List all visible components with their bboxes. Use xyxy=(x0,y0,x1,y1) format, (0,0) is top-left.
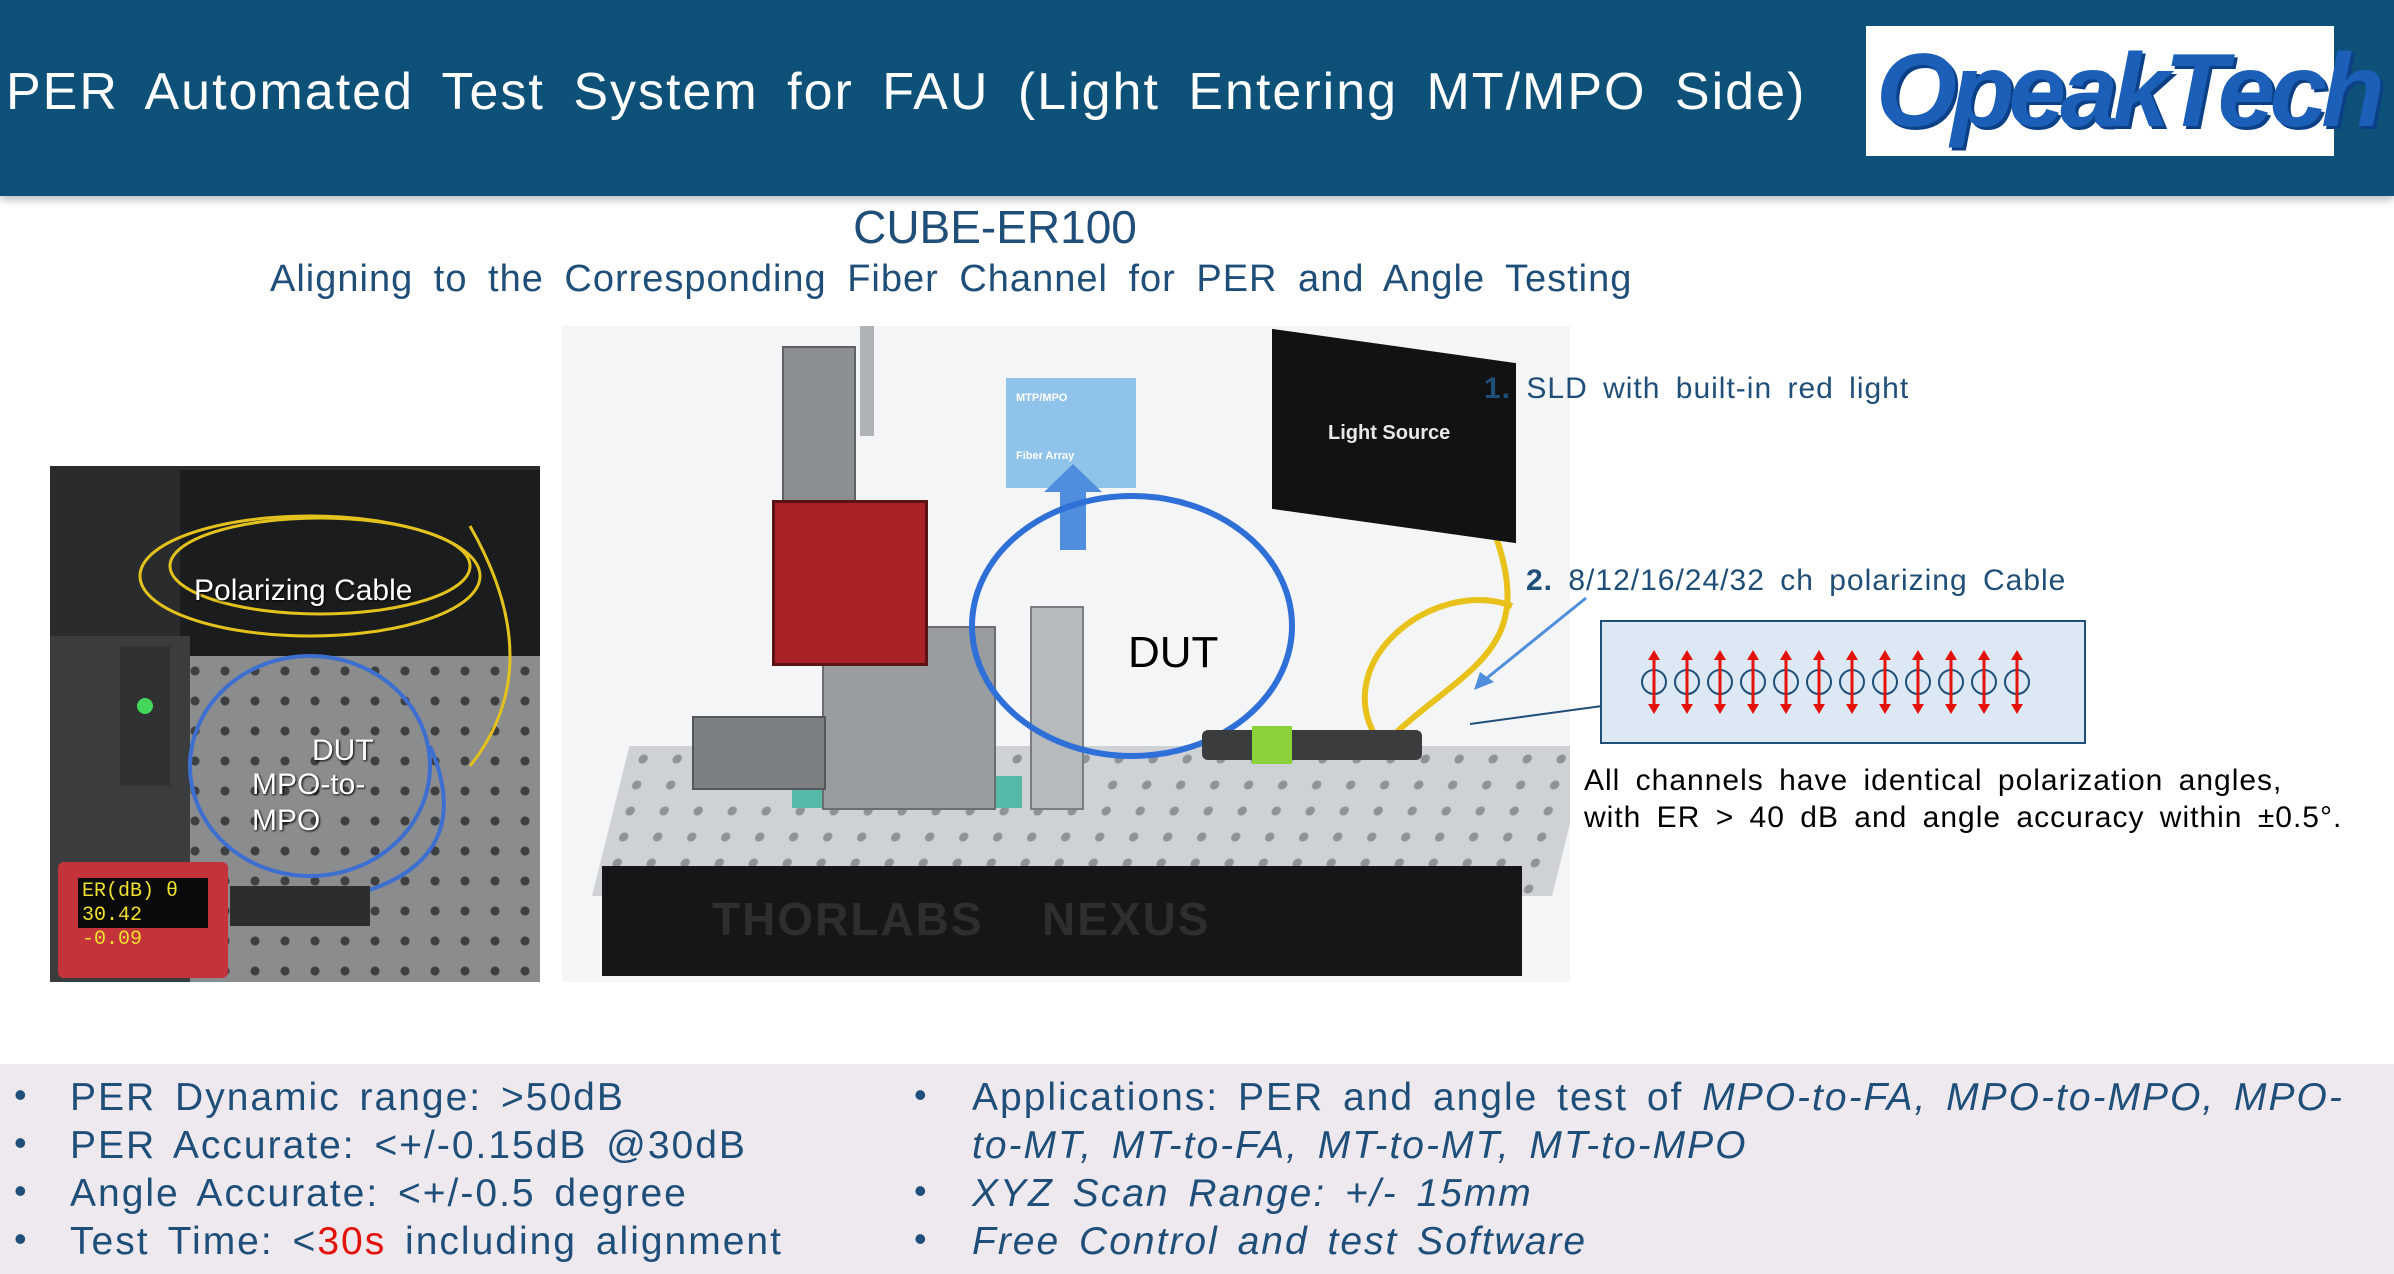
photo-pegboard xyxy=(180,656,540,982)
inset-label-top: MTP/MPO xyxy=(1016,392,1068,404)
inset-label-bottom: Fiber Array xyxy=(1016,450,1075,462)
spec-dynamic-range: PER Dynamic range: >50dB xyxy=(70,1076,625,1119)
photo-label-dut: DUT xyxy=(312,734,374,767)
photo-label-mpo-1: MPO-to- xyxy=(252,768,366,801)
leader-arrow-icon xyxy=(1474,596,1587,690)
photo-instrument-box xyxy=(180,470,540,660)
photo-cables xyxy=(120,514,512,926)
dut-label: DUT xyxy=(1128,628,1219,677)
polarization-diagram xyxy=(1600,620,2086,744)
header-band: PER Automated Test System for FAU (Light… xyxy=(0,0,2394,196)
spec-applications-list-2: to-MT, MT-to-FA, MT-to-MT, MT-to-MPO xyxy=(972,1124,1748,1167)
annotation-sld-number: 1. xyxy=(1484,372,1512,405)
up-arrow-icon xyxy=(1044,464,1102,550)
spec-test-time-value: 30s xyxy=(317,1220,387,1263)
channel-marker xyxy=(1839,650,1865,714)
spec-test-time-prefix: Test Time: < xyxy=(70,1220,318,1263)
fixture-post xyxy=(1030,606,1084,810)
channel-marker xyxy=(1773,650,1799,714)
table-brand-2: NEXUS xyxy=(1042,893,1211,945)
annotation-cable: 2. 8/12/16/24/32 ch polarizing Cable xyxy=(1526,564,2066,598)
channel-marker xyxy=(1806,650,1832,714)
spec-software: Free Control and test Software xyxy=(972,1220,1588,1263)
logo-text: OpeakTech xyxy=(1876,33,2385,149)
light-source-label: Light Source xyxy=(1328,422,1451,444)
spec-per-accuracy: PER Accurate: <+/-0.15dB @30dB xyxy=(70,1124,747,1167)
fiber-cables xyxy=(969,435,1514,764)
system-render: THORLABS NEXUS MTP/MPO Fiber Array Light… xyxy=(562,326,1570,982)
bullet-3: • xyxy=(14,1170,27,1211)
bullet-6: • xyxy=(914,1170,927,1211)
polarization-note-line-1: All channels have identical polarization… xyxy=(1584,764,2283,797)
channel-marker xyxy=(2004,650,2030,714)
channel-marker xyxy=(1905,650,1931,714)
photo-label-polarizing: Polarizing Cable xyxy=(194,574,413,607)
spec-test-time: Test Time: <30s including alignment xyxy=(70,1220,783,1264)
polarization-note-line-2: with ER > 40 dB and angle accuracy withi… xyxy=(1584,801,2343,834)
meter-reading-label: ER(dB) θ xyxy=(82,880,179,903)
polarization-channels xyxy=(1641,650,2030,714)
setup-photo: ER(dB) θ 30.42 -0.09 Polarizing Cable DU… xyxy=(50,466,540,982)
photo-meter-screen: ER(dB) θ 30.42 -0.09 xyxy=(78,878,208,951)
specs-bar: • PER Dynamic range: >50dB • PER Accurat… xyxy=(0,1064,2394,1274)
channel-marker xyxy=(1971,650,1997,714)
bullet-2: • xyxy=(14,1122,27,1163)
annotation-cable-number: 2. xyxy=(1526,564,1554,597)
bullet-7: • xyxy=(914,1218,927,1259)
meter-reading-value: 30.42 -0.09 xyxy=(82,904,143,951)
channel-marker xyxy=(1872,650,1898,714)
mount-rod xyxy=(860,326,874,436)
annotation-sld: 1. SLD with built-in red light xyxy=(1484,372,1909,406)
spec-applications-prefix: Applications: PER and angle test of xyxy=(972,1076,1703,1119)
model-description: Aligning to the Corresponding Fiber Chan… xyxy=(270,258,1633,300)
spec-applications: Applications: PER and angle test of MPO-… xyxy=(972,1076,2344,1120)
model-name: CUBE-ER100 xyxy=(853,201,1137,253)
leader-line-icon xyxy=(1470,705,1603,725)
spec-scan-range: XYZ Scan Range: +/- 15mm xyxy=(972,1172,1533,1215)
annotation-cable-text: 8/12/16/24/32 ch polarizing Cable xyxy=(1568,564,2067,597)
channel-marker xyxy=(1707,650,1733,714)
photo-label-mpo-2: MPO xyxy=(252,804,321,837)
logo: OpeakTech xyxy=(1866,26,2385,156)
annotation-sld-text: SLD with built-in red light xyxy=(1526,372,1910,405)
optical-table-base xyxy=(602,866,1522,976)
stage-column xyxy=(782,346,856,520)
spec-applications-list-1: MPO-to-FA, MPO-to-MPO, MPO- xyxy=(1702,1076,2344,1119)
polarization-note: All channels have identical polarization… xyxy=(1584,762,2342,836)
rotation-module xyxy=(772,500,928,666)
table-brand-1: THORLABS xyxy=(712,893,984,945)
channel-marker xyxy=(1740,650,1766,714)
spec-angle-accuracy: Angle Accurate: <+/-0.5 degree xyxy=(70,1172,688,1215)
stage-motor xyxy=(692,716,826,790)
bullet-5: • xyxy=(914,1074,927,1115)
channel-marker xyxy=(1641,650,1667,714)
bullet-4: • xyxy=(14,1218,27,1259)
channel-marker xyxy=(1938,650,1964,714)
bullet-1: • xyxy=(14,1074,27,1115)
spec-test-time-suffix: including alignment xyxy=(386,1220,783,1263)
channel-marker xyxy=(1674,650,1700,714)
page-title: PER Automated Test System for FAU (Light… xyxy=(6,63,1807,121)
